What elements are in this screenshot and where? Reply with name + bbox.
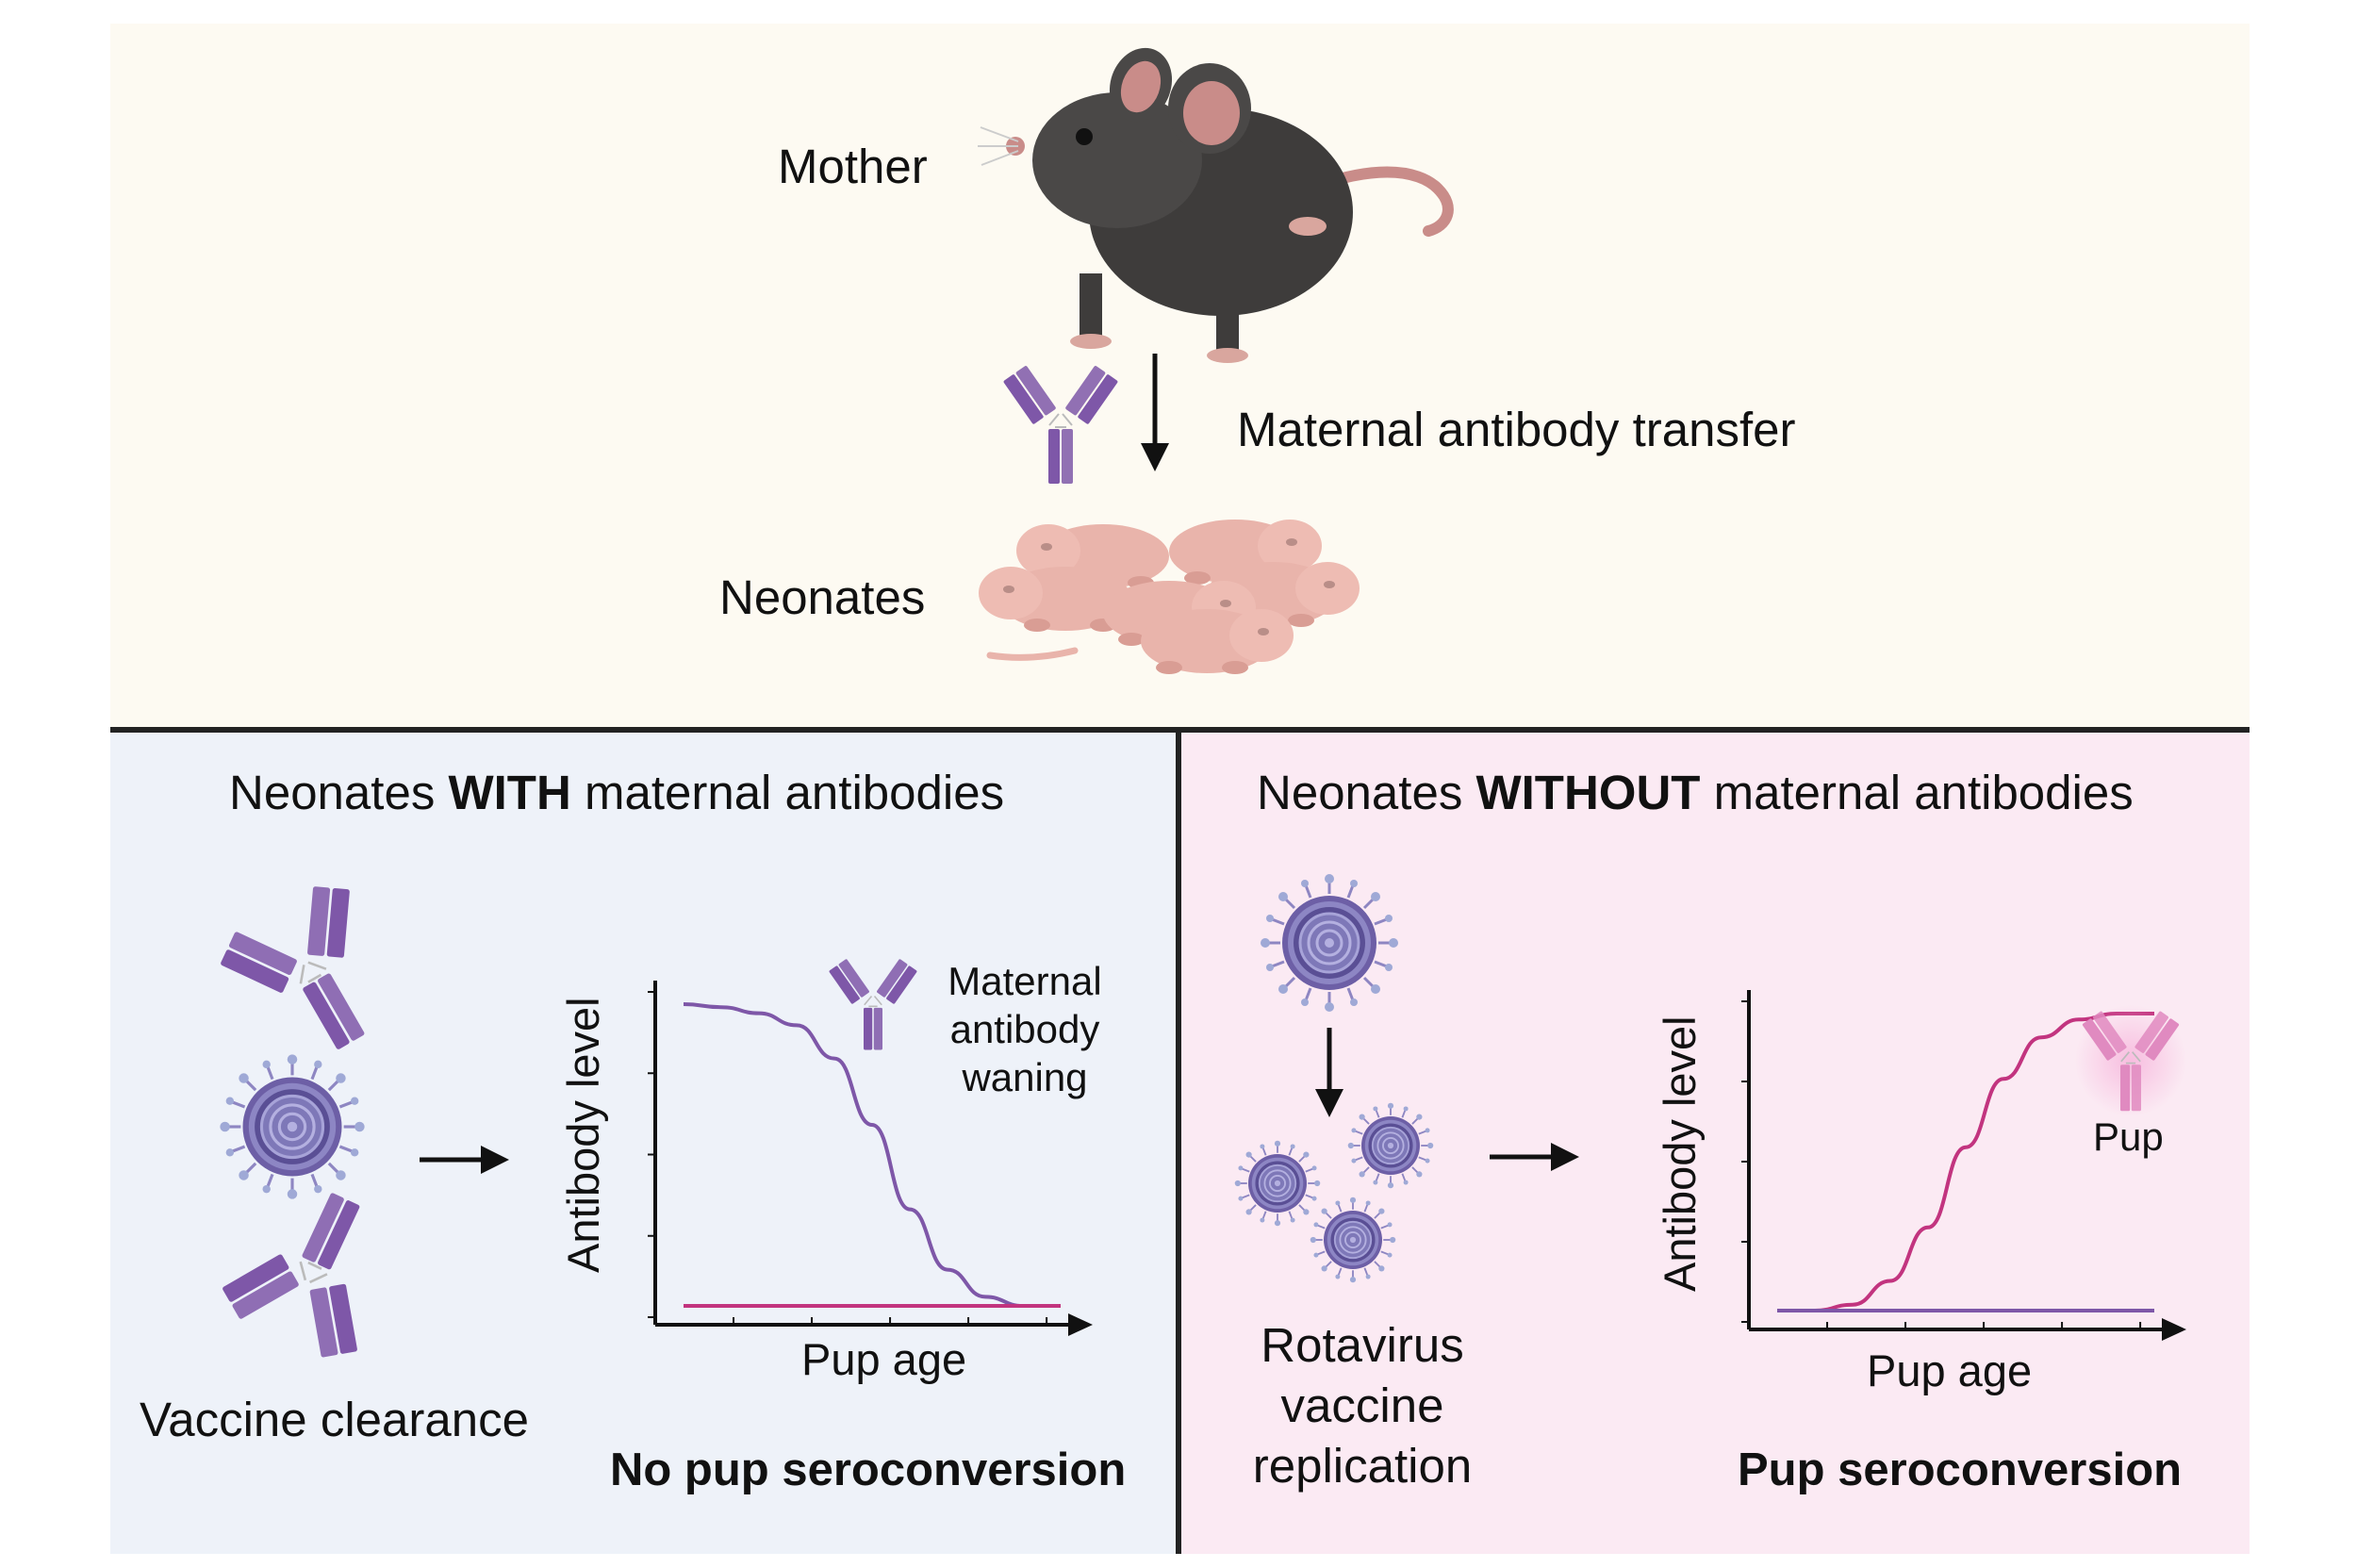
pup-label: Pup [2093, 1114, 2164, 1159]
vertical-divider [1176, 731, 1181, 1554]
left-heading-bold: WITH [448, 766, 571, 819]
neonates-label: Neonates [719, 570, 926, 624]
left-outcome-label: No pup seroconversion [610, 1444, 1127, 1495]
maternal-antibody-icon [1001, 364, 1120, 485]
right-heading-bold: WITHOUT [1475, 766, 1701, 819]
right-antibody-chart [1741, 990, 2186, 1341]
right-chart-xlabel: Pup age [1867, 1345, 2033, 1395]
mother-label: Mother [778, 140, 928, 193]
right-outcome-label: Pup seroconversion [1738, 1444, 2183, 1495]
transfer-arrow [1141, 354, 1169, 471]
vaccine-clearance-label: Vaccine clearance [140, 1393, 529, 1446]
antibody-bound-virus-illustration [207, 869, 418, 1372]
x-axis-arrowhead [2162, 1318, 2186, 1341]
left-chart-xlabel: Pup age [801, 1334, 967, 1384]
left-heading-post: maternal antibodies [570, 766, 1005, 819]
left-chart-ylabel: Antibody level [558, 997, 608, 1273]
maternal-antibody-waning-icon [828, 957, 918, 1051]
right-heading-post: maternal antibodies [1700, 766, 2134, 819]
rotavirus-replication-illustration [1233, 872, 1435, 1284]
right-panel [1178, 731, 2250, 1554]
transfer-label: Maternal antibody transfer [1237, 403, 1796, 456]
right-heading: Neonates WITHOUT maternal antibodies [1257, 768, 2134, 817]
series-line-0 [1777, 1012, 2154, 1312]
pup-antibody-icon [2074, 1004, 2187, 1117]
neonates-illustration [979, 520, 1360, 674]
left-antibody-chart [648, 981, 1093, 1336]
mother-mouse-illustration [978, 47, 1454, 363]
left-heading: Neonates WITH maternal antibodies [229, 768, 1004, 817]
horizontal-divider [110, 727, 2250, 733]
right-chart-ylabel: Antibody level [1655, 1015, 1705, 1292]
series-line-0 [683, 1002, 1061, 1308]
left-process-arrow [420, 1146, 509, 1174]
maternal-antibody-waning-label: Maternal antibody waning [948, 959, 1102, 1099]
x-axis-arrowhead [1068, 1313, 1093, 1336]
right-heading-pre: Neonates [1257, 766, 1476, 819]
right-process-arrow [1490, 1143, 1579, 1171]
left-heading-pre: Neonates [229, 766, 449, 819]
rotavirus-replication-label: Rotavirus vaccine replication [1252, 1318, 1473, 1493]
